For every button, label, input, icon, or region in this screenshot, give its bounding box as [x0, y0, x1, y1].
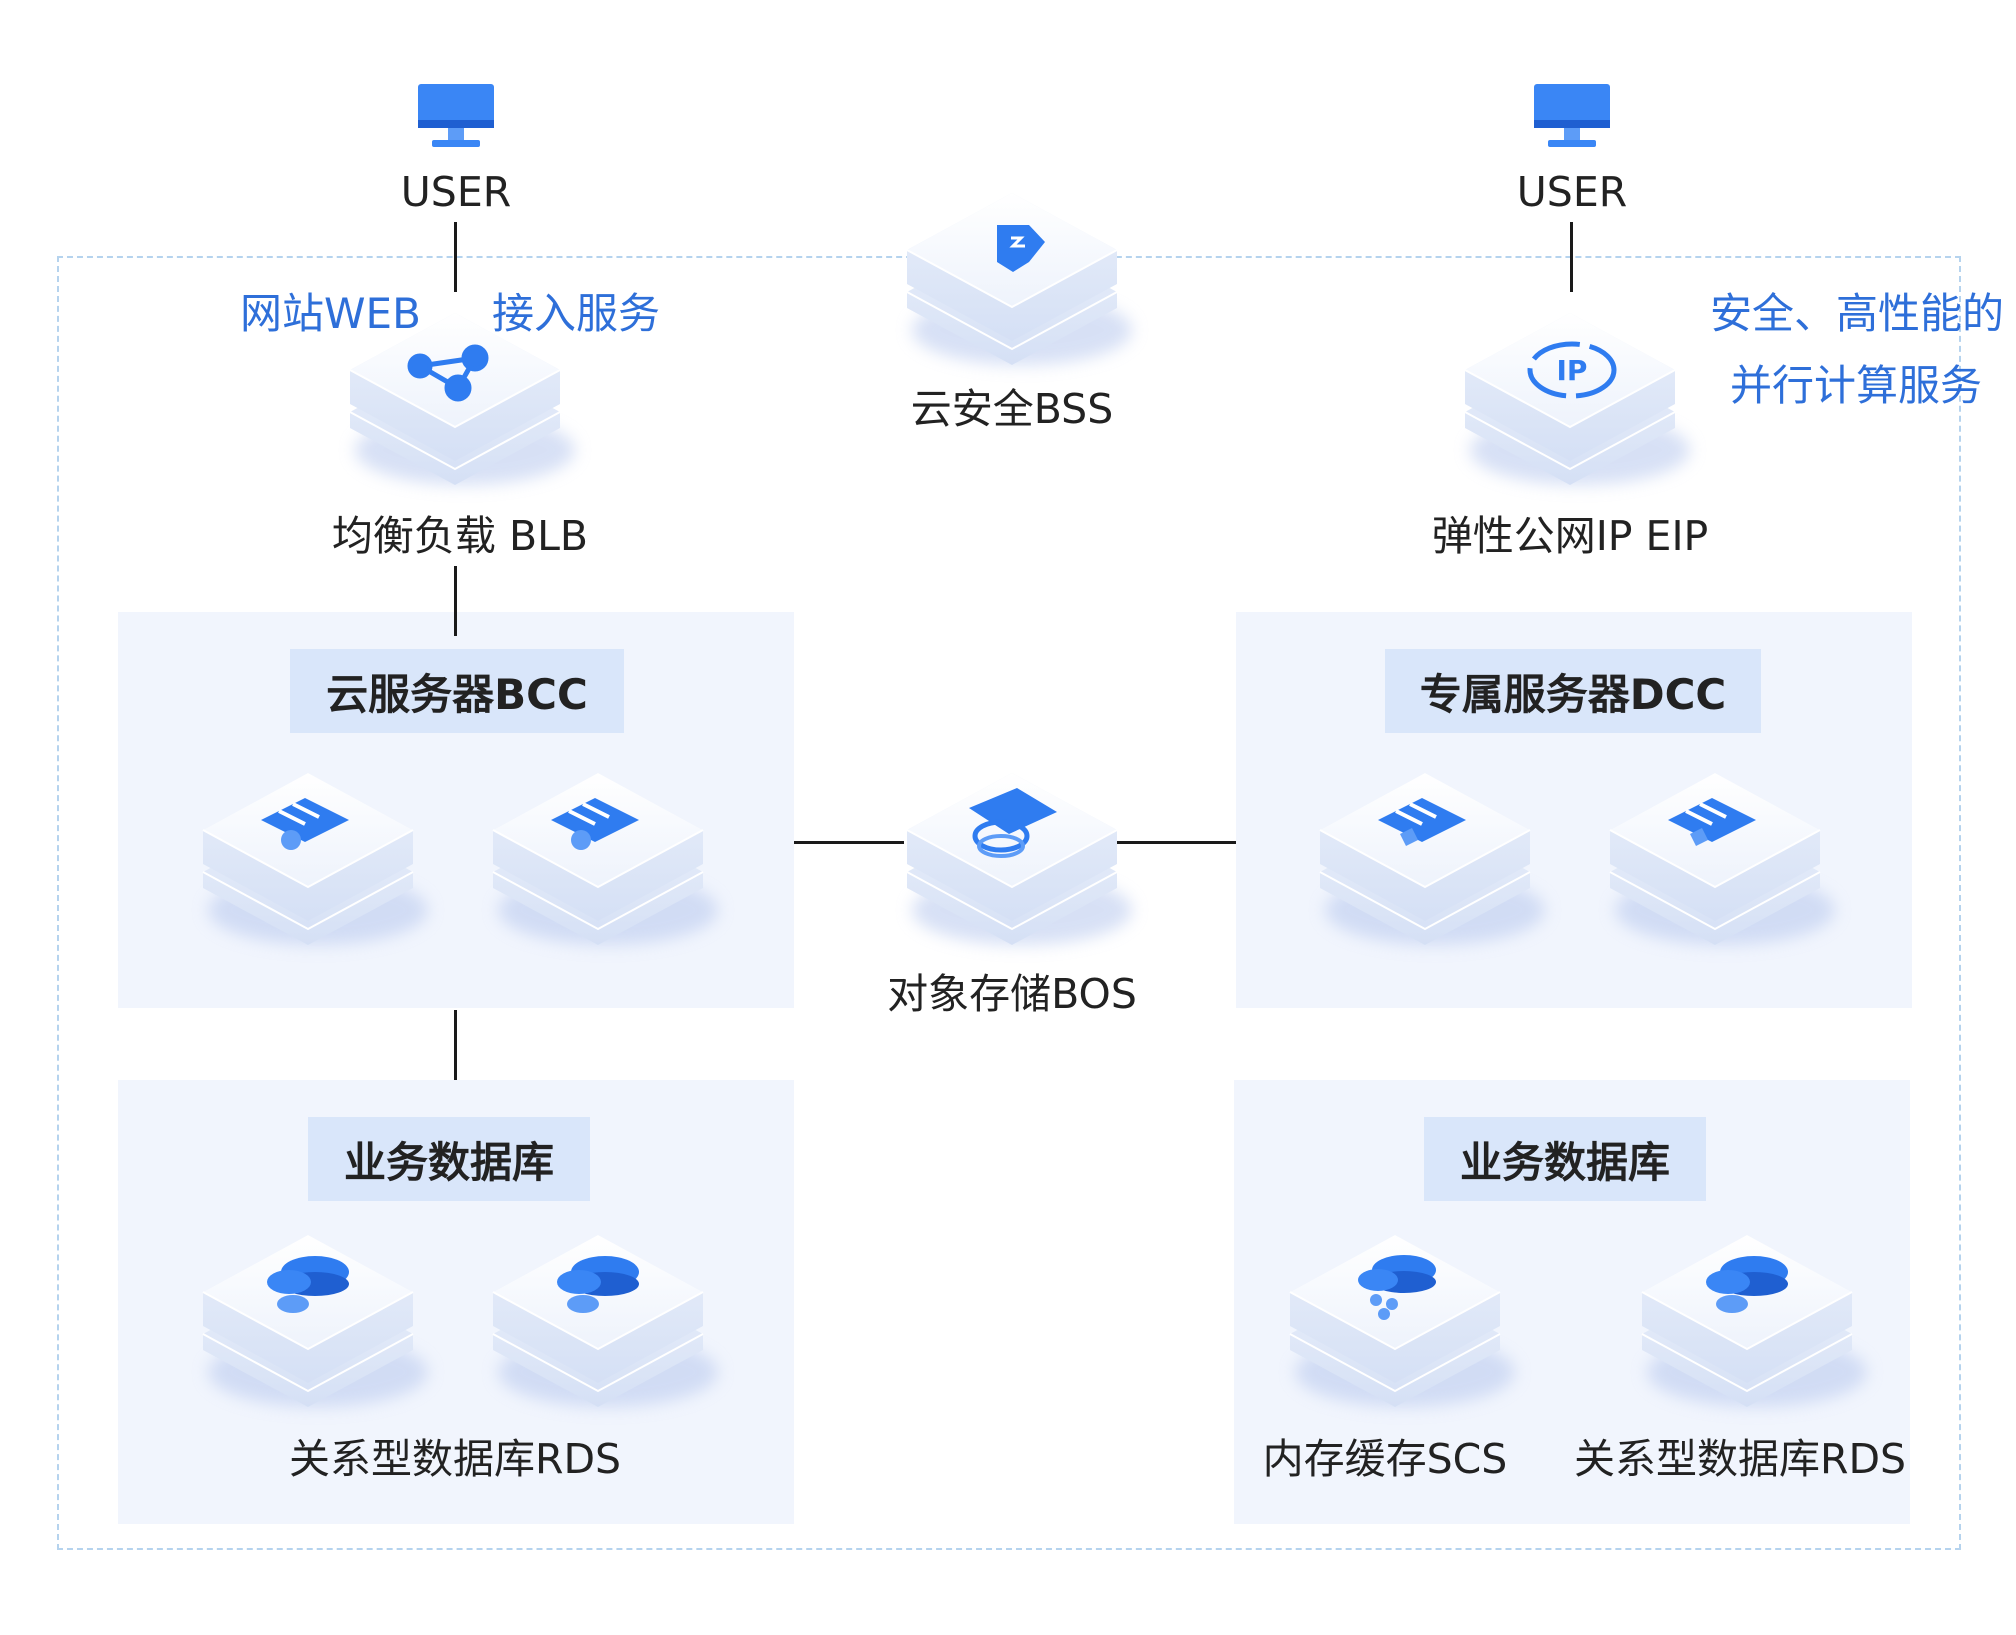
connector-user-blb — [454, 222, 457, 292]
user-label-right: USER — [1516, 168, 1628, 216]
db-right-title: 业务数据库 — [1424, 1117, 1706, 1201]
shield-icon — [997, 225, 1045, 272]
connector-bcc-bos — [794, 841, 904, 844]
eip-node[interactable]: IP — [1455, 300, 1685, 490]
ip-icon: IP — [1527, 341, 1617, 399]
rds-left-2[interactable] — [483, 1222, 713, 1412]
monitor-icon — [418, 84, 494, 154]
website-annotation: 网站WEB — [240, 289, 421, 338]
rds-left-1[interactable] — [193, 1222, 423, 1412]
connector-bos-dcc — [1112, 841, 1236, 844]
rds-left-label: 关系型数据库RDS — [288, 1435, 622, 1483]
scs-node[interactable] — [1280, 1222, 1510, 1412]
bucket-icon — [969, 788, 1057, 858]
bcc-title: 云服务器BCC — [290, 649, 624, 733]
share-nodes-icon — [407, 344, 489, 402]
svg-text:IP: IP — [1557, 354, 1588, 387]
dcc-server-1[interactable] — [1310, 760, 1540, 950]
blb-label: 均衡负载 BLB — [331, 512, 589, 560]
service-annotation-line1: 安全、高性能的 — [1710, 289, 2005, 338]
bos-label: 对象存储BOS — [887, 970, 1137, 1018]
server-icon — [1378, 798, 1466, 846]
blb-node[interactable] — [340, 300, 570, 490]
connector-bcc-db — [454, 1010, 457, 1080]
database-icon — [557, 1256, 639, 1313]
bcc-server-2[interactable] — [483, 760, 713, 950]
monitor-icon — [1534, 84, 1610, 154]
server-icon — [551, 798, 639, 850]
user-label-left: USER — [400, 168, 512, 216]
connector-blb-bcc — [454, 566, 457, 636]
server-icon — [1668, 798, 1756, 846]
cache-icon — [1358, 1255, 1436, 1320]
database-icon — [267, 1256, 349, 1313]
bss-label: 云安全BSS — [910, 385, 1114, 433]
database-icon — [1706, 1256, 1788, 1313]
connector-user-eip — [1570, 222, 1573, 292]
rds-right-node[interactable] — [1632, 1222, 1862, 1412]
scs-label: 内存缓存SCS — [1262, 1435, 1508, 1483]
eip-label: 弹性公网IP EIP — [1431, 512, 1709, 560]
bss-node[interactable] — [897, 180, 1127, 370]
server-icon — [261, 798, 349, 850]
bos-node[interactable] — [897, 760, 1127, 950]
rds-right-label: 关系型数据库RDS — [1573, 1435, 1907, 1483]
service-annotation-line2: 并行计算服务 — [1730, 361, 1983, 410]
dcc-server-2[interactable] — [1600, 760, 1830, 950]
access-annotation: 接入服务 — [492, 289, 661, 338]
db-left-title: 业务数据库 — [308, 1117, 590, 1201]
dcc-title: 专属服务器DCC — [1385, 649, 1761, 733]
bcc-server-1[interactable] — [193, 760, 423, 950]
